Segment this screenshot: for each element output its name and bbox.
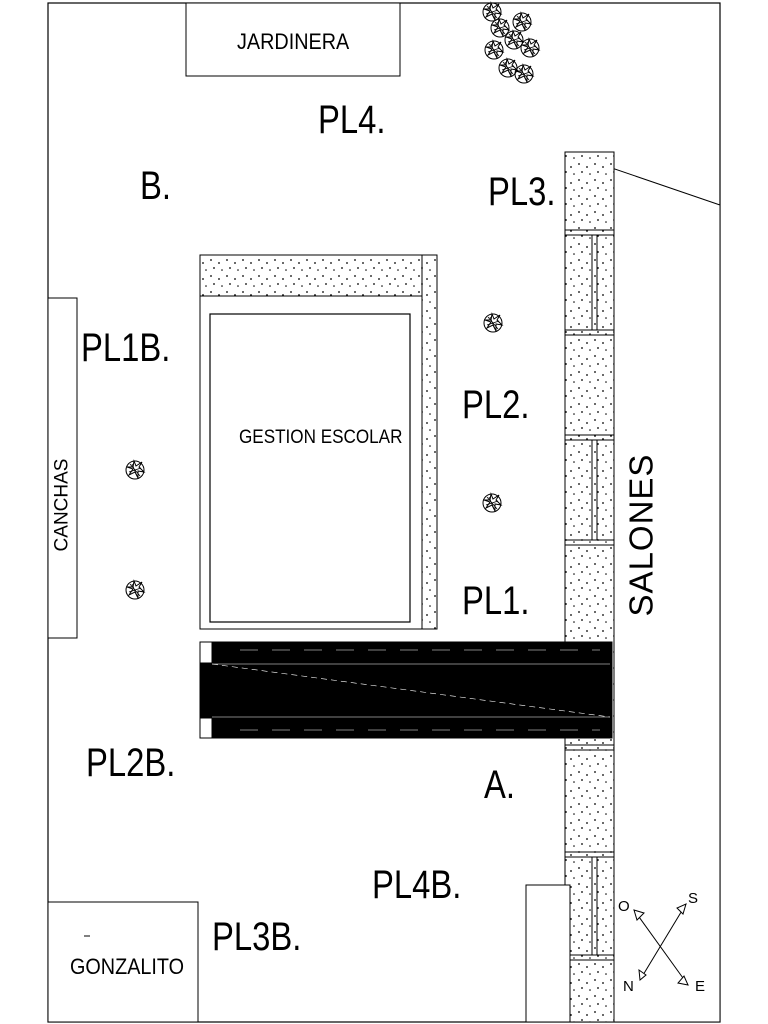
jardinera-label: JARDINERA: [237, 29, 350, 54]
entrance-box: [525, 884, 571, 1023]
tree-icon: [125, 580, 145, 600]
b-label: B.: [140, 164, 171, 208]
a-label: A.: [484, 763, 515, 807]
pl2b-label: PL2B.: [86, 741, 176, 785]
tree-icon: [482, 493, 502, 513]
pl3b-label: PL3B.: [212, 915, 302, 959]
gonzalito-label: GONZALITO: [70, 954, 185, 979]
tree-icon: [483, 313, 503, 333]
tree-cluster-icon: [482, 2, 540, 84]
compass-o-label: O: [618, 898, 630, 915]
pl4b-label: PL4B.: [372, 863, 462, 907]
compass-n-label: N: [623, 978, 634, 995]
salones-label: SALONES: [622, 453, 660, 617]
gonzalito-box: [47, 901, 199, 1023]
compass-s-label: S: [688, 890, 699, 907]
canchas-box: [47, 297, 78, 639]
pl3-label: PL3.: [488, 170, 556, 214]
compass-icon: [633, 903, 689, 986]
gestion-escolar-building: [209, 313, 411, 623]
gestion-frame-top: [199, 254, 438, 297]
pl4-label: PL4.: [318, 98, 386, 142]
gestion-escolar-label: GESTION ESCOLAR: [239, 427, 403, 448]
pl1-label: PL1.: [462, 579, 530, 623]
salones-corridor: [564, 151, 615, 1023]
pl2-label: PL2.: [462, 383, 530, 427]
canchas-label: CANCHAS: [51, 458, 73, 552]
compass-e-label: E: [695, 978, 706, 995]
jardinera-box: [185, 2, 401, 77]
gestion-frame-right: [421, 254, 438, 630]
pl1b-label: PL1B.: [81, 326, 171, 370]
tree-icon: [125, 460, 145, 480]
